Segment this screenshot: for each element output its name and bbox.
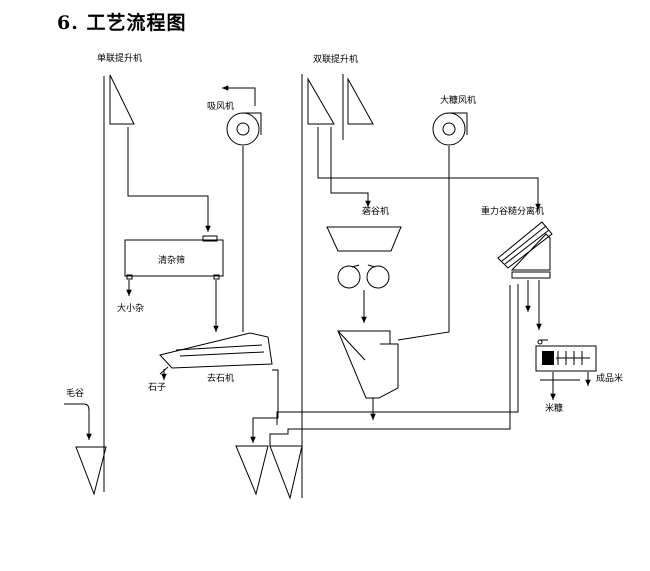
suction-fan-label: 吸风机 [207, 100, 234, 112]
flow-elevator-to-sieve [127, 127, 211, 232]
flow-paddy-in [64, 403, 92, 440]
paddy-label: 毛谷 [66, 387, 84, 399]
rice-bran-label: 米糠 [545, 402, 563, 414]
bran-fan [432, 112, 468, 146]
flow-destoner-to-elevator [250, 369, 279, 443]
flow-elevator-to-separator [317, 127, 541, 210]
destoner-label: 去石机 [207, 372, 234, 384]
page-title: 6. 工艺流程图 [57, 12, 187, 34]
flow-return-line-a [276, 284, 519, 425]
flow-fan-exhaust [222, 85, 256, 106]
destoner [159, 332, 273, 375]
flow-return-line-b [269, 285, 511, 446]
single-elevator [75, 74, 135, 496]
gravity-separator [497, 221, 553, 279]
rice-grader [535, 339, 597, 372]
double-elevator [235, 74, 374, 500]
husker [326, 226, 402, 289]
stones-label: 石子 [148, 382, 166, 393]
double-elevator-label: 双联提升机 [313, 53, 358, 65]
husk-aspirator [337, 330, 399, 399]
impurities-label: 大小杂 [117, 302, 144, 314]
cleaning-sieve-label: 清杂筛 [158, 254, 185, 266]
finished-rice-label: 成品米 [596, 372, 623, 384]
single-elevator-label: 单联提升机 [97, 52, 142, 64]
husker-label: 砻谷机 [362, 205, 389, 217]
flow-aspirator-to-fan [397, 146, 450, 341]
flow-elevator-to-husker [330, 127, 371, 207]
suction-fan [226, 112, 262, 146]
bran-fan-label: 大糠风机 [440, 94, 476, 106]
cleaning-sieve [124, 235, 224, 280]
gravity-separator-label: 重力谷糙分离机 [481, 205, 544, 217]
